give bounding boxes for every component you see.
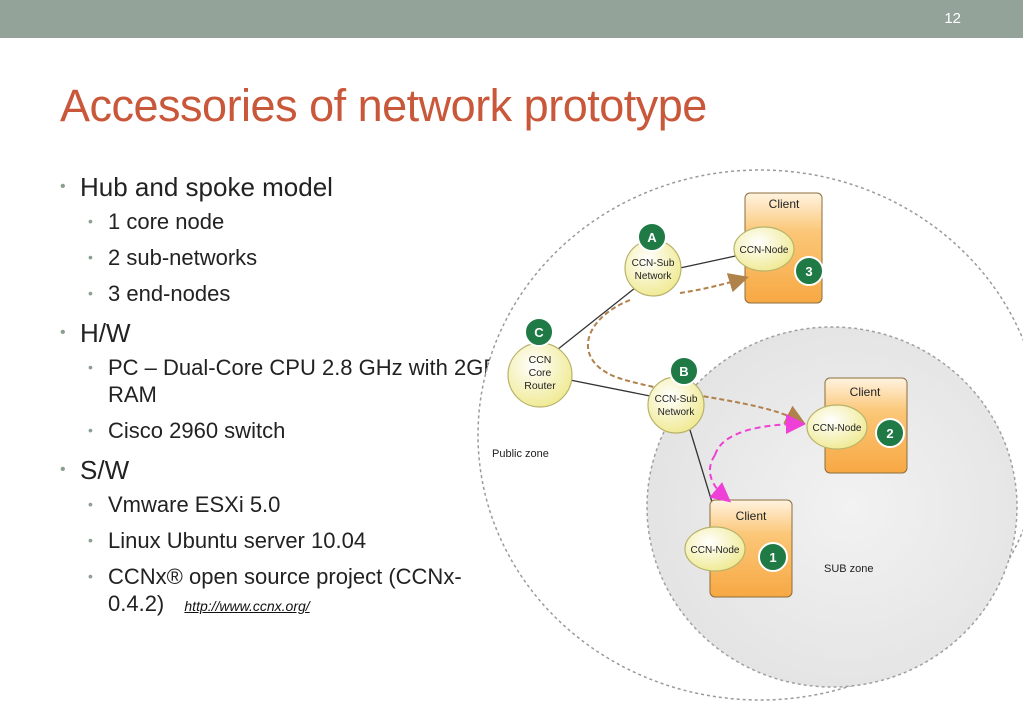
arrow-a-to-client-2 [586,299,806,424]
client-1-badge-number: 1 [769,550,776,565]
bullet-label: H/W [80,318,131,348]
slide-title: Accessories of network prototype [60,80,707,131]
core-router-badge-letter: C [534,325,544,340]
bullet-hub-and-spoke: Hub and spoke model 1 core node 2 sub-ne… [60,170,518,307]
client-3-badge [794,256,824,286]
subnet-a-badge [637,222,667,252]
link-subnet-a-to-client-3 [679,254,741,269]
sub-list-hub: 1 core node 2 sub-networks 3 end-nodes [80,208,518,307]
client-1: Client [709,499,793,598]
arrow-b-to-client-2 [714,414,806,456]
client-1-title: Client [736,509,767,523]
bullet-label: Hub and spoke model [80,172,333,202]
sub-bullet-ccnx: CCNx® open source project (CCNx-0.4.2) h… [80,563,468,620]
sub-bullet: Linux Ubuntu server 10.04 [80,527,518,554]
sub-bullet: 2 sub-networks [80,244,518,271]
subnet-b-badge-letter: B [679,364,688,379]
subnet-b-line1: CCN-Sub [655,394,698,405]
client-2-badge-number: 2 [886,426,893,441]
client-3-node: CCN-Node 3 [733,226,824,286]
arrow-a-to-client-3 [679,273,749,294]
client-2-title: Client [850,385,881,399]
bullet-hw: H/W PC – Dual-Core CPU 2.8 GHz with 2GB … [60,316,518,444]
client-1-node: CCN-Node 1 [684,526,788,572]
arrow-b-to-client-1 [708,454,732,503]
client-1-badge [758,542,788,572]
client-2-node-label: CCN-Node [813,423,862,434]
sub-bullet: PC – Dual-Core CPU 2.8 GHz with 2GB RAM [80,354,518,408]
sub-bullet: 3 end-nodes [80,280,518,307]
bullet-label: S/W [80,455,130,485]
core-router: CCN Core Router C [507,317,573,408]
client-3-badge-number: 3 [805,264,812,279]
subnet-b: CCN-Sub Network B [647,356,705,434]
slide-number: 12 [944,10,961,27]
ccnx-text: CCNx® open source project (CCNx-0.4.2) [108,564,462,616]
sub-zone-label: SUB zone [824,563,874,575]
network-diagram: Public zone SUB zone Client Client Clien… [477,169,1023,701]
public-zone-label: Public zone [492,448,549,460]
client-3-node-label: CCN-Node [740,245,789,256]
bullet-sw: S/W Vmware ESXi 5.0 Linux Ubuntu server … [60,453,518,620]
subnet-b-badge [669,356,699,386]
ccnx-link[interactable]: http://www.ccnx.org/ [184,598,310,614]
client-2-badge [875,418,905,448]
link-core-to-subnet-b [569,379,656,398]
sub-list-sw: Vmware ESXi 5.0 Linux Ubuntu server 10.0… [80,491,518,620]
subnet-a-line2: Network [635,271,673,282]
subnet-a-badge-letter: A [647,230,657,245]
subnet-a-line1: CCN-Sub [632,258,675,269]
client-2-node: CCN-Node 2 [806,404,905,450]
sub-bullet: 1 core node [80,208,518,235]
core-router-badge [524,317,554,347]
subnet-b-line2: Network [658,407,696,418]
client-3-title: Client [769,197,800,211]
sub-bullet: Cisco 2960 switch [80,417,518,444]
sub-bullet: Vmware ESXi 5.0 [80,491,518,518]
sub-list-hw: PC – Dual-Core CPU 2.8 GHz with 2GB RAM … [80,354,518,444]
core-router-line1: CCN [529,354,552,366]
core-router-line2: Core [529,367,552,379]
subnet-a: CCN-Sub Network A [624,222,682,297]
core-router-line3: Router [524,380,556,392]
client-1-node-label: CCN-Node [691,545,740,556]
top-bar: 12 [0,0,1023,38]
bullet-list: Hub and spoke model 1 core node 2 sub-ne… [60,170,518,629]
